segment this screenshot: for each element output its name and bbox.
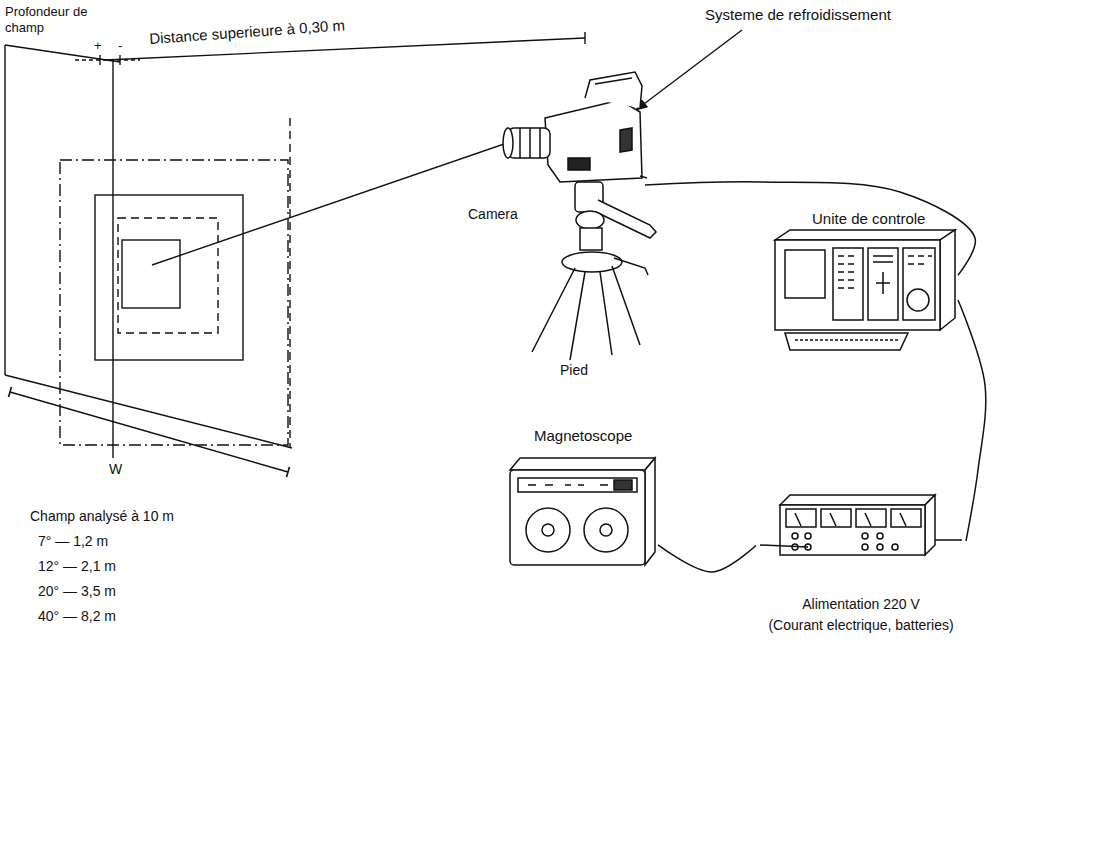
- device-label: Magnetoscope: [534, 427, 632, 445]
- target-field: [289, 118, 290, 448]
- tripod: [580, 228, 602, 250]
- target-field: [95, 195, 243, 360]
- infrared-camera: [508, 128, 550, 158]
- cooling-callout: [636, 30, 742, 110]
- control-unit: [833, 248, 863, 320]
- drawing-label: 40° — 8,2 m: [38, 608, 116, 625]
- video-recorder: [510, 458, 655, 565]
- infrared-camera: [545, 100, 642, 182]
- device-label: Alimentation 220 V: [756, 596, 966, 613]
- video-recorder: [600, 524, 612, 536]
- drawing-label: Pied: [560, 362, 588, 379]
- cable: [658, 545, 756, 572]
- device-label: (Courant electrique, batteries): [756, 617, 966, 634]
- tripod: [576, 211, 604, 229]
- power-supply: [877, 533, 883, 539]
- power-supply: [892, 544, 898, 550]
- target-field: [112, 60, 113, 458]
- control-unit: [785, 250, 825, 298]
- cable: [958, 300, 986, 541]
- video-recorder: [645, 458, 655, 565]
- cable-stub: [760, 545, 808, 547]
- power-supply: [780, 505, 925, 555]
- power-supply: [862, 533, 868, 539]
- video-recorder: [518, 478, 637, 492]
- control-unit: [838, 256, 932, 294]
- infrared-camera: [595, 78, 632, 84]
- power-supply: [795, 513, 906, 526]
- infrared-camera: [620, 128, 632, 152]
- tripod: [532, 182, 656, 360]
- device-label: Unite de controle: [812, 210, 925, 228]
- control-unit: [907, 289, 929, 311]
- control-unit: [940, 230, 955, 330]
- drawing-label: 7° — 1,2 m: [38, 533, 108, 550]
- power-supply: [862, 544, 868, 550]
- control-unit: [775, 230, 955, 240]
- power-supply: [780, 495, 935, 505]
- video-recorder: [528, 484, 608, 486]
- infrared-camera: [503, 72, 642, 182]
- power-supply: [792, 533, 798, 539]
- power-supply: [805, 533, 811, 539]
- video-recorder: [526, 508, 570, 552]
- power-supply: [925, 495, 935, 555]
- control-unit: [795, 339, 900, 341]
- drawing-label: Profondeur de champ: [5, 4, 105, 35]
- control-unit: [785, 333, 908, 350]
- device-node: Alimentation 220 V (Courant electrique, b…: [756, 493, 966, 643]
- target-field: [4, 45, 5, 375]
- target-field: [118, 218, 218, 333]
- infrared-camera: [520, 128, 540, 158]
- drawing-label: W: [107, 461, 124, 478]
- target-field: [5, 32, 585, 472]
- cooling-callout: [636, 30, 742, 110]
- drawing-label: Distance superieure à 0,30 m: [149, 16, 346, 48]
- video-recorder: [510, 470, 645, 565]
- target-field: [122, 240, 180, 308]
- cable-stub: [935, 539, 962, 541]
- control-unit: [775, 240, 940, 330]
- device-node: Unite de controle: [768, 208, 958, 354]
- tripod: [596, 200, 656, 238]
- target-field: [152, 142, 510, 265]
- device-label: Camera: [468, 206, 518, 223]
- power-supply: [780, 495, 935, 555]
- cable-stub: [640, 176, 962, 547]
- video-recorder: [542, 524, 554, 536]
- target-field: [5, 375, 292, 448]
- control-unit: [903, 248, 935, 320]
- drawing-label: 20° — 3,5 m: [38, 583, 116, 600]
- drawing-label: Champ analysé à 10 m: [30, 508, 174, 525]
- cable: [645, 182, 975, 275]
- power-supply: [877, 544, 883, 550]
- tripod: [614, 258, 648, 275]
- drawing-label: 12° — 2,1 m: [38, 558, 116, 575]
- video-recorder: [584, 508, 628, 552]
- drawing-label: +: [94, 38, 102, 54]
- cable-stub: [640, 176, 647, 178]
- target-field: [5, 45, 120, 62]
- drawing-label: Systeme de refroidissement: [705, 6, 891, 24]
- drawing-label: -: [118, 38, 122, 54]
- target-field: [584, 32, 585, 44]
- target-field: [60, 160, 288, 445]
- tripod: [532, 266, 640, 360]
- infrared-camera: [568, 158, 590, 170]
- device-node: Camera: [462, 70, 645, 300]
- infrared-camera: [503, 128, 513, 158]
- video-recorder: [614, 480, 632, 490]
- control-unit: [775, 230, 955, 350]
- video-recorder: [510, 458, 655, 470]
- device-node: Magnetoscope: [498, 425, 658, 573]
- infrared-camera: [585, 72, 642, 108]
- target-field: [10, 392, 288, 472]
